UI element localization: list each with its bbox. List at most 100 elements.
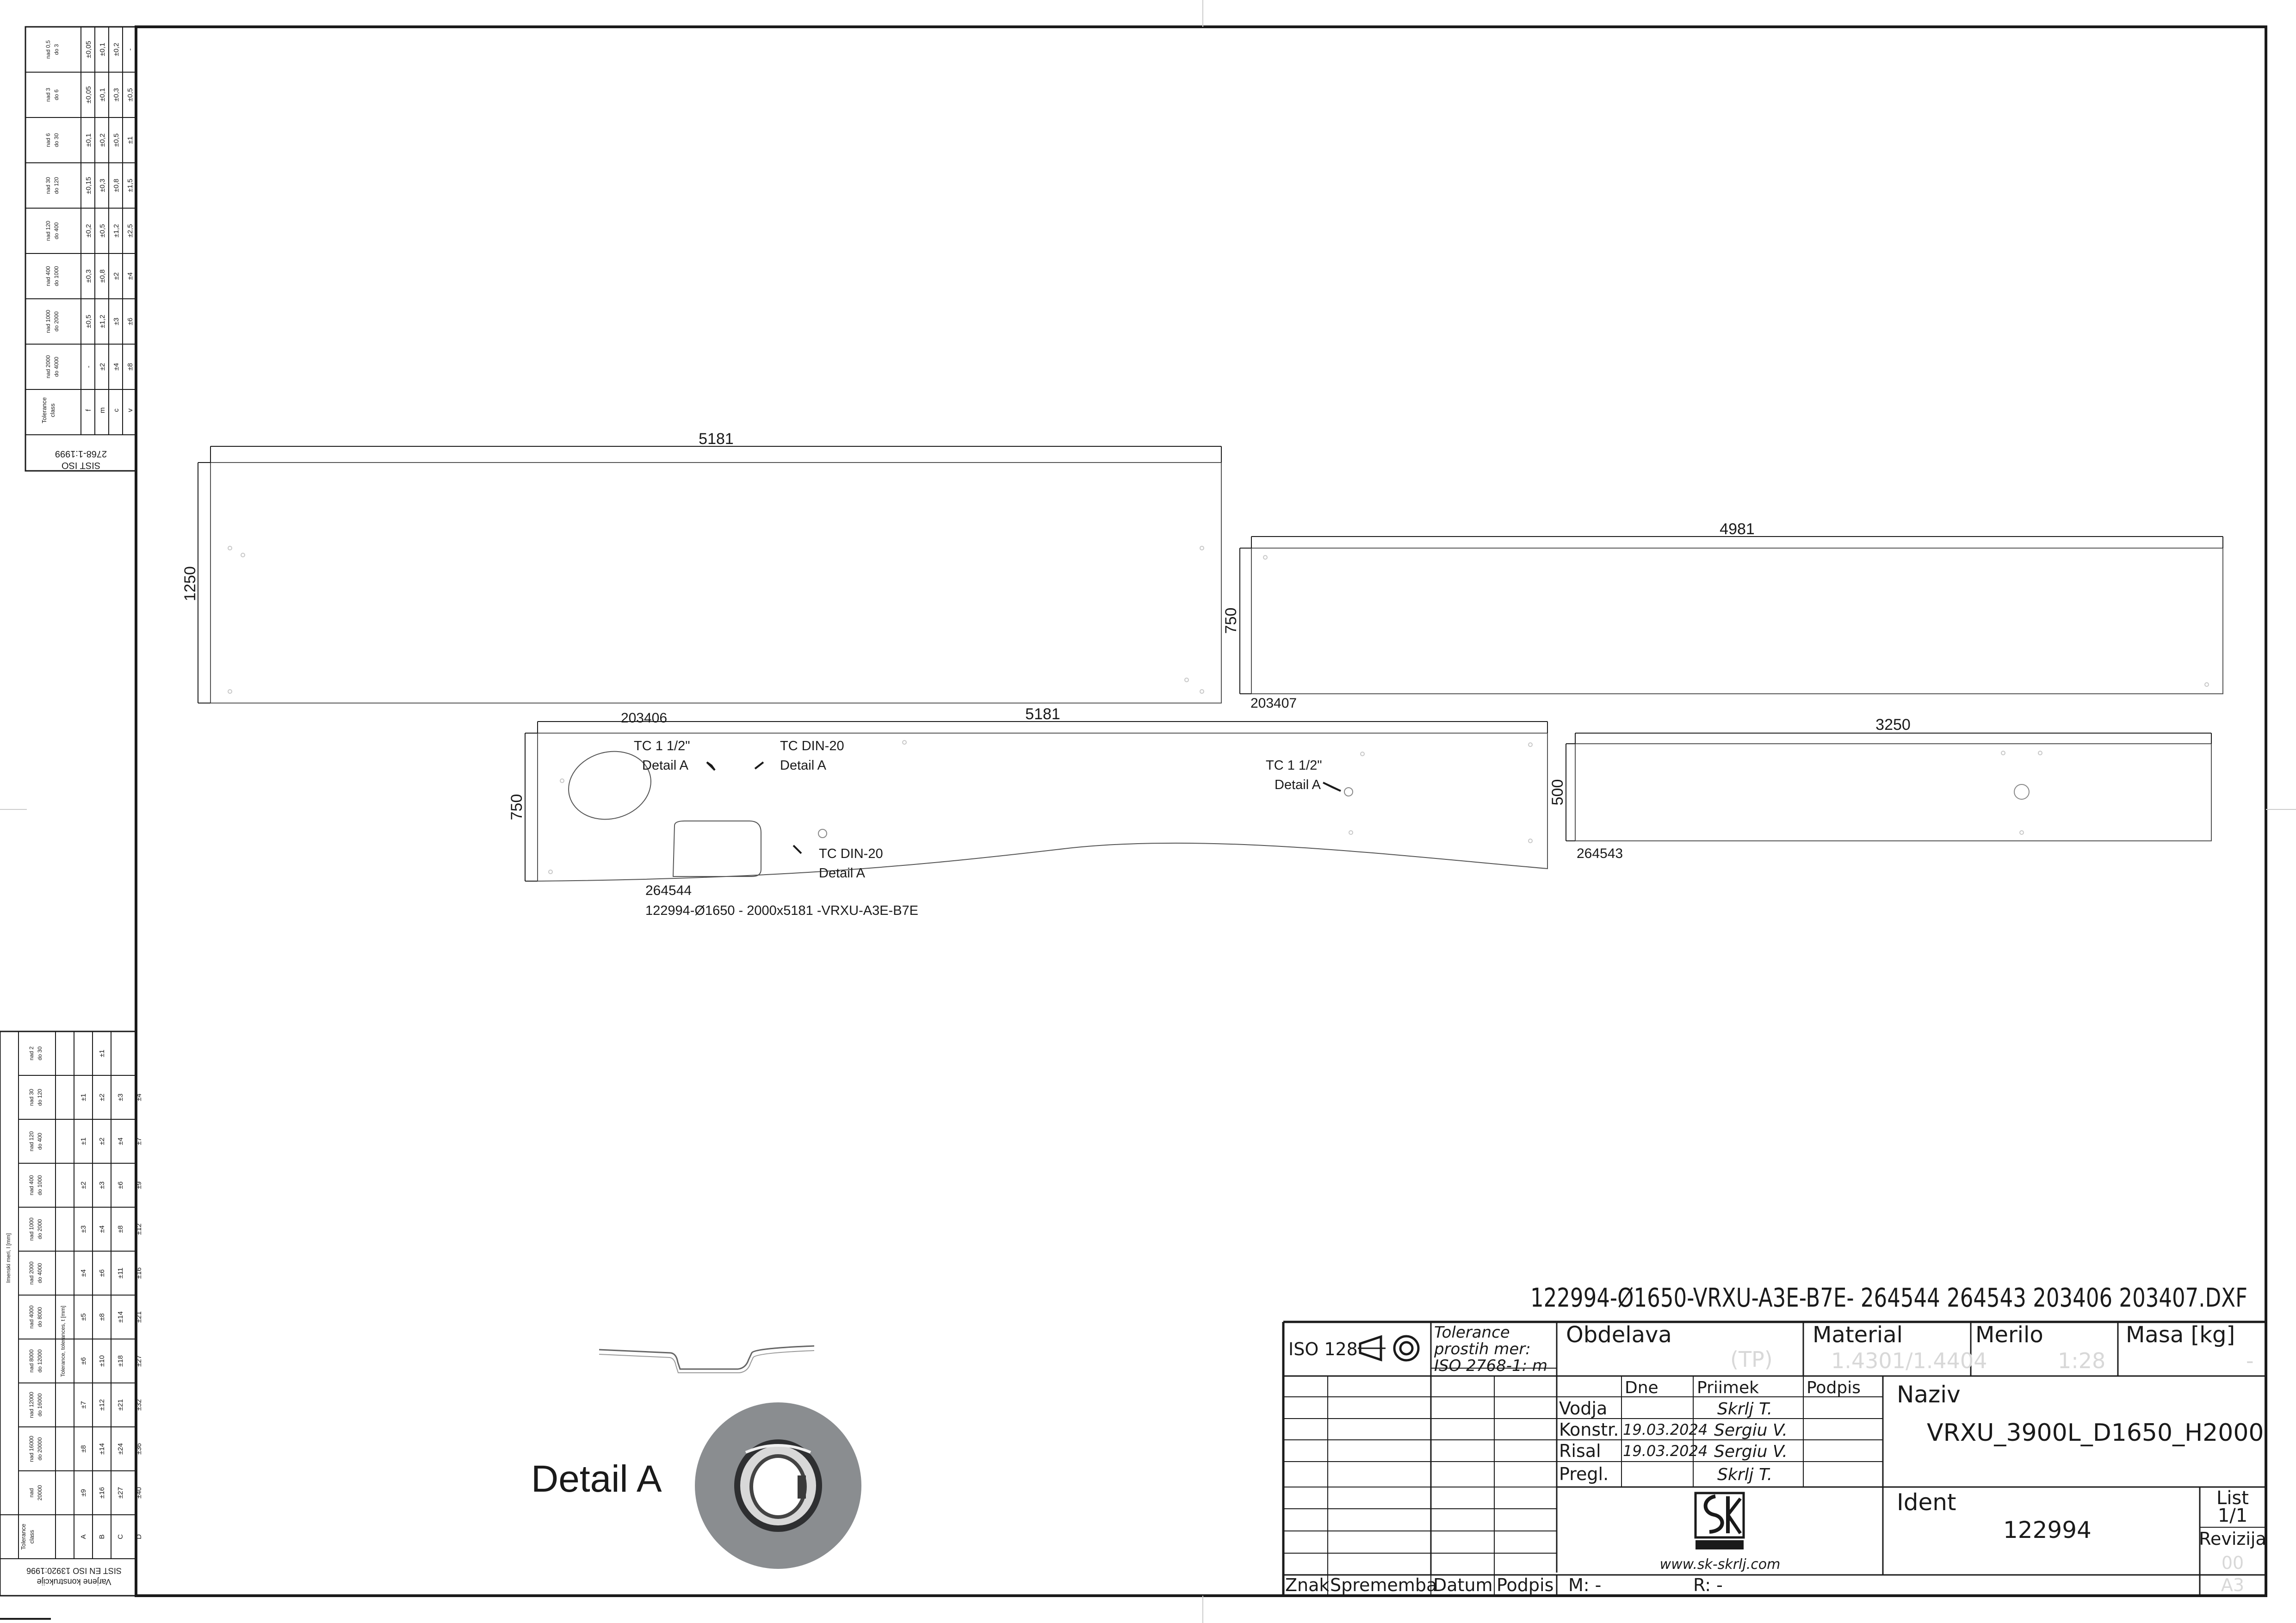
- part-3-plate: 5181 203406 750 264544 TC 1 1/2" Detail …: [508, 705, 1548, 898]
- tolerance-top-value-3-1: ±0,3: [99, 179, 106, 192]
- tolerance-top-range-5-l1: nad 400: [45, 266, 51, 286]
- row-konstr-label: Konstr.: [1559, 1419, 1619, 1440]
- tolerance-top-value-0-2: ±0,2: [112, 43, 120, 56]
- part-3-note-1-line2: Detail A: [642, 758, 689, 773]
- tolerance-top-value-1-0: ±0,05: [85, 86, 93, 103]
- iso-label: ISO 128: [1288, 1339, 1358, 1359]
- tolerance-top-class-m: m: [99, 407, 106, 413]
- tolerance-top-value-1-2: ±0,3: [112, 88, 120, 101]
- tolerance-bottom-side-label-1: Tolerance, tolerances, t [mm]: [60, 1306, 66, 1377]
- part-2-height-dim: 750: [1222, 608, 1240, 634]
- tolerance-top-value-2-1: ±0,2: [99, 133, 106, 147]
- part-1-plate: 5181 1250: [181, 430, 1222, 704]
- col-dne: Dne: [1625, 1378, 1659, 1397]
- part-3-id-top: 203406: [621, 710, 667, 726]
- tolerance-bottom-value-1-3: ±4: [135, 1093, 143, 1101]
- tolerance-bottom-value-9-0: ±8: [80, 1445, 87, 1453]
- tolerance-bottom-range-4-l2: do 2000: [37, 1219, 43, 1239]
- tolerance-bottom-range-8-l1: nad 12000: [28, 1392, 35, 1418]
- tolerance-bottom-value-5-2: ±11: [117, 1268, 124, 1279]
- tolerance-bottom-caption-2: Varjene konstrukcije: [37, 1577, 111, 1586]
- tolerance-bottom-value-5-3: ±16: [135, 1267, 143, 1279]
- row-pregl-label: Pregl.: [1559, 1464, 1609, 1484]
- tolerance-bottom-value-1-0: ±1: [80, 1093, 87, 1101]
- tolerance-top-value-4-2: ±1,2: [112, 224, 120, 237]
- part-2-width-dim: 4981: [1720, 520, 1755, 538]
- tolerance-bottom-range-10-l2: 20000: [37, 1485, 43, 1500]
- material-value: 1.4301/1.4404: [1831, 1348, 1987, 1373]
- revizija-value: 00: [2222, 1553, 2244, 1573]
- tolerance-bottom-value-6-1: ±8: [98, 1313, 106, 1321]
- part-3-note-3-line1: TC 1 1/2": [1266, 758, 1322, 773]
- drawing-file-name: 122994-Ø1650-VRXU-A3E-B7E- 264544 264543…: [1530, 1283, 2247, 1313]
- tolerance-top-range-0-l2: do 3: [53, 44, 60, 55]
- drawing-caption: 122994-Ø1650 - 2000x5181 -VRXU-A3E-B7E: [645, 903, 918, 918]
- tolerance-bottom-range-2-l2: do 400: [37, 1133, 43, 1150]
- tolerance-bottom-value-4-1: ±4: [98, 1225, 106, 1233]
- tolerance-bottom-value-5-1: ±6: [98, 1269, 106, 1277]
- tolerance-top-class-label2: class: [49, 403, 56, 417]
- company-logo: [1694, 1492, 1745, 1549]
- tolerance-bottom-range-10-l1: nad: [28, 1488, 35, 1497]
- tolerance-bottom-value-7-0: ±6: [80, 1357, 87, 1365]
- tolerance-bottom-caption-1: SIST EN ISO 13920:1996: [26, 1566, 122, 1575]
- tolerance-top-value-7-2: ±4: [112, 363, 120, 371]
- tolerance-bottom-range-6-l2: do 8000: [37, 1307, 43, 1327]
- tolerance-bottom-range-5-l1: nad 2000: [28, 1261, 35, 1284]
- tolerance-top-range-7-l2: do 4000: [53, 357, 60, 377]
- tolerance-top-caption-2: SIST ISO: [62, 460, 100, 470]
- part-1-width-dim: 5181: [699, 430, 734, 448]
- tolerance-bottom-value-0-1: ±1: [98, 1049, 106, 1057]
- tolerance-top-value-2-2: ±0,5: [112, 133, 120, 147]
- tolerance-top-value-6-1: ±1,2: [99, 315, 106, 328]
- list-value: 1/1: [2218, 1505, 2247, 1526]
- tolerance-bottom-range-1-l2: do 120: [37, 1089, 43, 1106]
- col-priimek: Priimek: [1697, 1378, 1759, 1397]
- tolerance-top-range-2-l2: do 30: [53, 133, 60, 147]
- tolerance-bottom-value-4-3: ±12: [135, 1223, 143, 1235]
- masa-value: -: [2246, 1348, 2254, 1373]
- tolerance-table-bottom: SIST EN ISO 13920:1996 Varjene konstrukc…: [0, 1031, 143, 1597]
- format-value: A3: [2221, 1575, 2244, 1595]
- projection-symbol-icon: [1358, 1335, 1420, 1362]
- list-label: List: [2216, 1487, 2249, 1509]
- naziv-label: Naziv: [1897, 1381, 1961, 1408]
- tolerance-bottom-range-8-l2: do 16000: [37, 1393, 43, 1416]
- tolerance-top-value-1-1: ±0,1: [99, 88, 106, 101]
- col-podpis: Podpis: [1807, 1378, 1861, 1397]
- tolerance-bottom-class-A: A: [80, 1534, 87, 1539]
- tolerance-top-value-6-2: ±3: [112, 318, 120, 326]
- tolerance-top-class-c: c: [112, 408, 120, 412]
- tolerance-top-value-0-1: ±0,1: [99, 43, 106, 56]
- tolerance-top-value-5-2: ±2: [112, 272, 120, 280]
- podpis-label: Podpis: [1497, 1575, 1553, 1595]
- part-3-note-3-line2: Detail A: [1275, 778, 1321, 792]
- tolerance-bottom-range-9-l2: do 20000: [37, 1437, 43, 1460]
- masa-label: Masa [kg]: [2126, 1322, 2235, 1348]
- tolerance-top-value-6-0: ±0,5: [85, 315, 93, 328]
- tolerance-top-range-6-l1: nad 1000: [45, 310, 51, 333]
- znak-label: Znak: [1285, 1575, 1329, 1595]
- naziv-value: VRXU_3900L_D1650_H2000: [1927, 1419, 2264, 1447]
- tolerance-top-value-6-3: ±6: [126, 318, 134, 326]
- tolerance-top-value-4-3: ±2,5: [126, 224, 134, 237]
- tolerance-top-value-5-3: ±4: [126, 272, 134, 280]
- tolerance-bottom-value-6-3: ±21: [135, 1311, 143, 1323]
- tolerance-bottom-value-2-0: ±1: [80, 1137, 87, 1145]
- tolerance-bottom-value-2-1: ±2: [98, 1137, 106, 1145]
- row-konstr-date: 19.03.2024: [1623, 1421, 1708, 1438]
- part-3-note-1-line1: TC 1 1/2": [634, 739, 690, 753]
- part-4-height-dim: 500: [1549, 779, 1566, 806]
- part-3-width-dim: 5181: [1025, 705, 1060, 723]
- tolerance-bottom-value-4-2: ±8: [117, 1225, 124, 1233]
- part-3-note-4-line1: TC DIN-20: [819, 846, 883, 861]
- part-3-id-bottom: 264544: [645, 883, 692, 898]
- tolerance-bottom-side-label-2: Imenski meri, l [mm]: [5, 1233, 12, 1283]
- row-vodja-name: Skrlj T.: [1717, 1400, 1772, 1419]
- tolerance-bottom-value-9-2: ±24: [117, 1443, 124, 1455]
- tolerance-bottom-class-B: B: [98, 1534, 106, 1539]
- tolerance-bottom-range-2-l1: nad 120: [28, 1131, 35, 1151]
- part-3-height-dim: 750: [508, 794, 526, 821]
